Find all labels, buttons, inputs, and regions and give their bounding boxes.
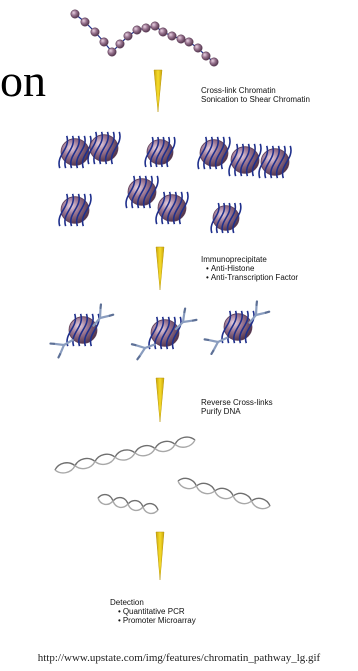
nucleosome-icon	[145, 137, 175, 167]
nucleosome-icon	[229, 144, 261, 176]
step-line: Purify DNA	[201, 407, 273, 416]
step-reverse-crosslinks-text: Reverse Cross-links Purify DNA	[201, 398, 273, 416]
dna-helix-icon	[97, 493, 159, 515]
nucleosome-icon	[59, 136, 91, 168]
step-crosslink-text: Cross-link Chromatin Sonication to Shear…	[201, 86, 310, 104]
arrow-down-icon	[156, 378, 164, 422]
nucleosome-icon	[259, 146, 291, 178]
step-bullet: Quantitative PCR	[110, 607, 196, 616]
step-bullet: Promoter Microarray	[110, 616, 196, 625]
step-detection-text: Detection Quantitative PCR Promoter Micr…	[110, 598, 196, 625]
step-line: Immunoprecipitate	[201, 255, 298, 264]
arrow-down-icon	[154, 70, 162, 112]
nucleosome-icon	[211, 203, 241, 233]
step-line: Reverse Cross-links	[201, 398, 273, 407]
step-line: Detection	[110, 598, 196, 607]
step-immunoprecipitate-text: Immunoprecipitate Anti-Histone Anti-Tran…	[201, 255, 298, 282]
nucleosome-icon	[88, 132, 120, 164]
nucleosome-icon	[156, 192, 188, 224]
step-bullet: Anti-Transcription Factor	[201, 273, 298, 282]
source-url: http://www.upstate.com/img/features/chro…	[0, 652, 358, 664]
step-bullet: Anti-Histone	[201, 264, 298, 273]
step-line: Sonication to Shear Chromatin	[201, 95, 310, 104]
title-fragment: on	[0, 58, 46, 104]
nucleosome-icon	[59, 194, 91, 226]
step-line: Cross-link Chromatin	[201, 86, 310, 95]
dna-helix-icon	[54, 435, 196, 475]
arrow-down-icon	[156, 532, 164, 580]
nucleosome-icon	[126, 176, 158, 208]
dna-helix-icon	[177, 476, 272, 510]
nucleosome-chain-icon	[71, 10, 218, 66]
nucleosome-icon	[198, 137, 230, 169]
arrow-down-icon	[156, 247, 164, 290]
